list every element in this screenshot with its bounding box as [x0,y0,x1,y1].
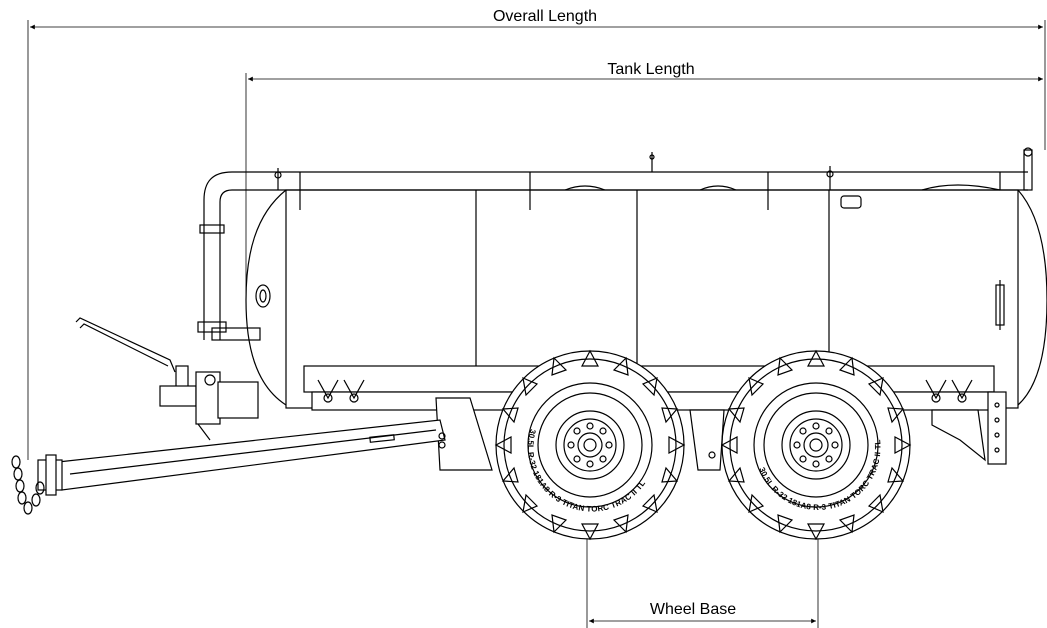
tank-length-label: Tank Length [607,61,694,78]
rear-hub-bolts [793,422,839,468]
wheel-base-label: Wheel Base [650,601,736,618]
wheel-base-dimension: Wheel Base [586,530,819,628]
jack-and-lever [75,317,259,441]
tank-length-dimension: Tank Length [245,61,1043,300]
front-hub-bolts [567,422,613,468]
overall-length-label: Overall Length [493,8,597,25]
hitch-tongue [37,419,446,496]
front-tire: 30.5L R-32 181A8 R-3 TITAN TORC TRAC II … [494,349,686,541]
safety-chain [11,455,45,515]
rear-tire-tread [720,349,912,541]
overall-length-dimension: Overall Length [27,8,1046,460]
top-fill-pipe [197,147,1033,341]
front-tire-tread [494,349,686,541]
rear-tire: 30.5L R-32 181A8 R-3 TITAN TORC TRAC II … [720,349,912,541]
